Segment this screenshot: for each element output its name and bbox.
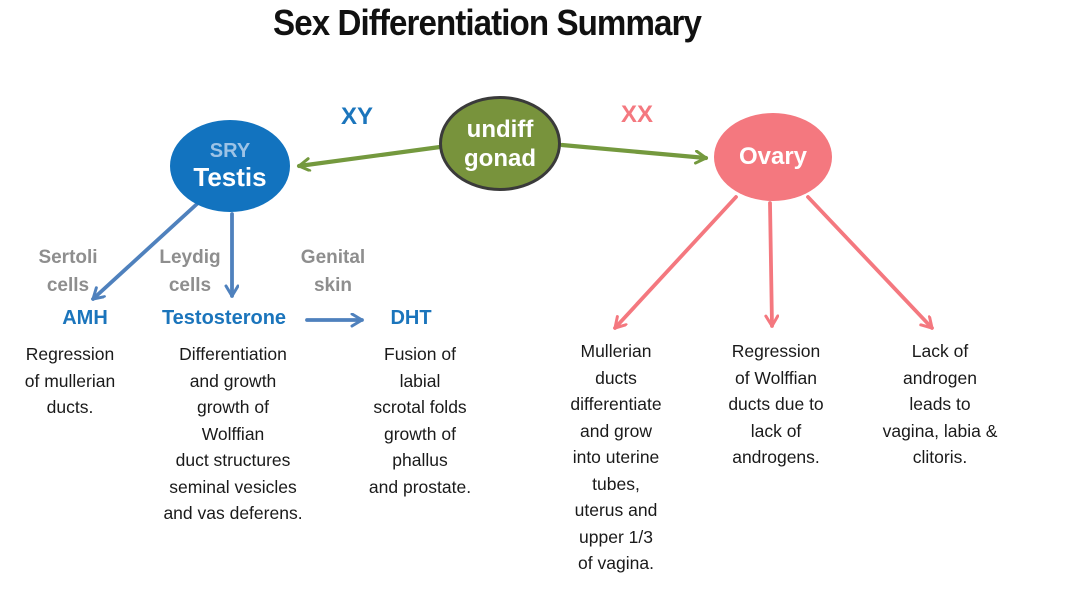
genital-skin-label: Genital skin xyxy=(300,247,366,296)
testosterone-label: Testosterone xyxy=(161,307,287,329)
leydig-cells-label: Leydig cells xyxy=(159,247,221,296)
testis-label: Testis xyxy=(193,162,267,192)
sry-label: SRY xyxy=(209,140,251,162)
dht-label: DHT xyxy=(390,307,432,329)
dht-description: Fusion of labial scrotal folds growth of… xyxy=(368,344,472,497)
lack-of-androgen-description: Lack of androgen leads to vagina, labia … xyxy=(882,341,998,467)
arrow-ovary-to-mullerian xyxy=(613,195,738,330)
page-title-text: Sex Differentiation Summary xyxy=(273,2,702,43)
testis-node: SRY Testis xyxy=(170,120,290,212)
amh-description: Regression of mullerian ducts. xyxy=(24,344,116,417)
mullerian-ducts-description: Mullerian ducts differentiate and grow i… xyxy=(570,341,662,573)
arrow-ovary-to-lack-of-androgen xyxy=(806,195,934,330)
arrow-gonad-to-testis xyxy=(296,144,443,166)
sertoli-cells-label: Sertoli cells xyxy=(38,247,98,296)
xy-label: XY xyxy=(340,103,374,130)
xx-label: XX xyxy=(620,101,654,128)
ovary-node: Ovary xyxy=(714,113,832,201)
amh-label: AMH xyxy=(62,307,108,329)
arrow-gonad-to-ovary xyxy=(559,142,709,158)
arrow-ovary-to-wolffian-regression xyxy=(770,201,772,328)
page-title: Sex Differentiation Summary xyxy=(254,2,719,44)
testosterone-description: Differentiation and growth growth of Wol… xyxy=(163,344,303,523)
undiff-gonad-node: undiff gonad xyxy=(439,96,561,191)
wolffian-regression-description: Regression of Wolffian ducts due to lack… xyxy=(728,341,824,467)
